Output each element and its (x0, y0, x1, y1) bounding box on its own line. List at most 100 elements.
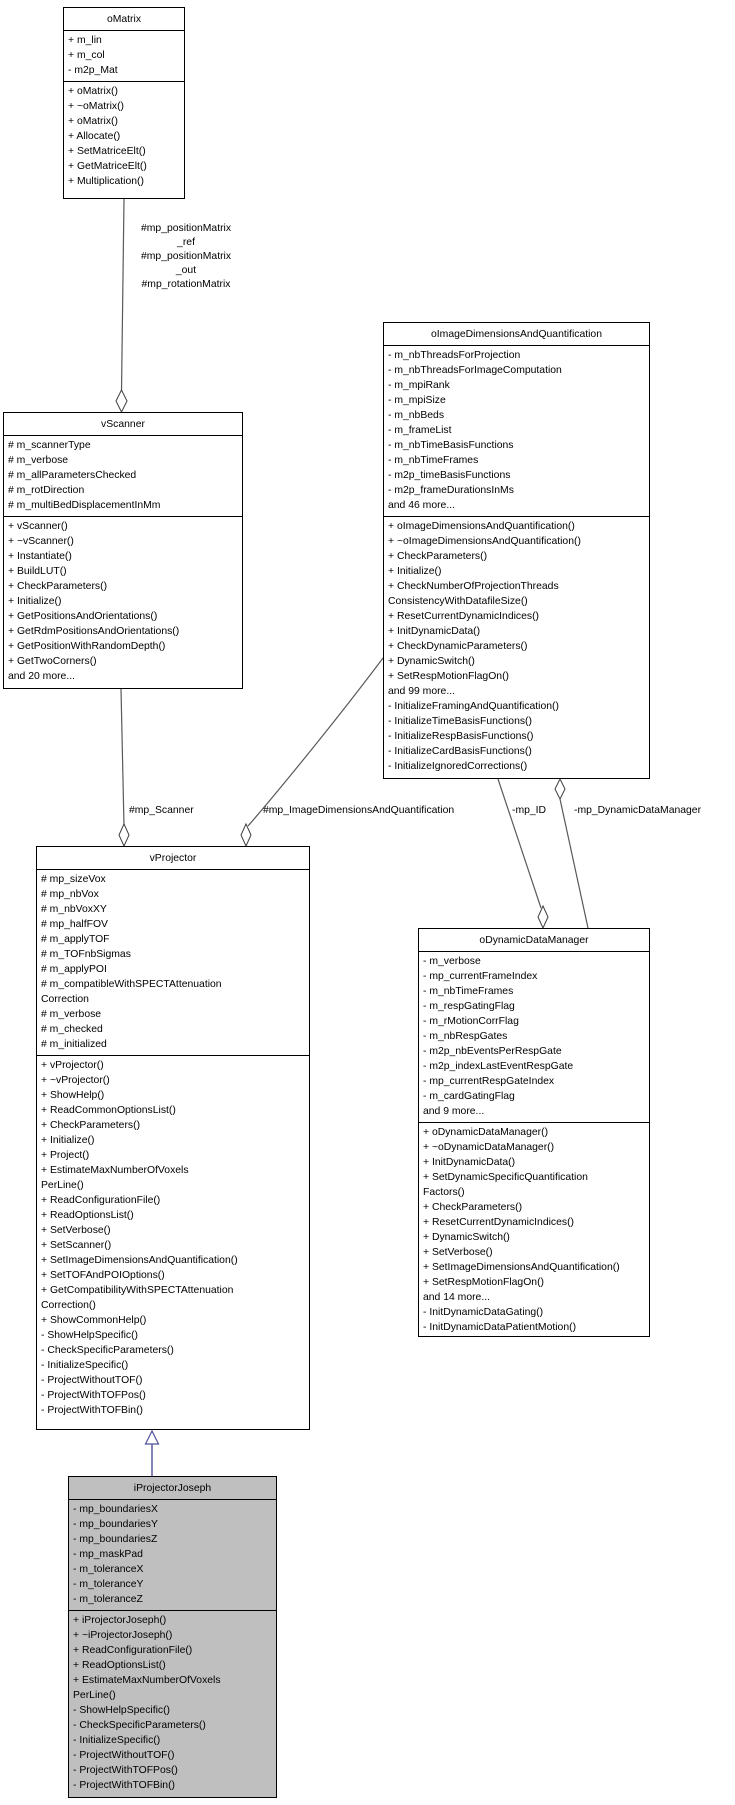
class-methods: + vProjector()+ ~vProjector()+ ShowHelp(… (37, 1056, 309, 1429)
member-line: - CheckSpecificParameters() (41, 1345, 174, 1356)
member-line: + GetCompatibilityWithSPECTAttenuation (41, 1285, 234, 1296)
member-line: - m_frameList (388, 425, 452, 436)
member-line: - m_nbBeds (388, 410, 445, 421)
member-line: + Initialize() (8, 596, 62, 607)
member-line: # m_initialized (41, 1039, 107, 1050)
member-line: - ProjectWithoutTOF() (73, 1750, 175, 1761)
member-line: - m_nbTimeBasisFunctions (388, 440, 514, 451)
member-line: + oImageDimensionsAndQuantification() (388, 521, 575, 532)
member-line: - m_mpiSize (388, 395, 446, 406)
member-line: # m_applyTOF (41, 934, 110, 945)
member-line: + SetScanner() (41, 1240, 112, 1251)
member-line: + ~oImageDimensionsAndQuantification() (388, 536, 581, 547)
member-line: - m2p_timeBasisFunctions (388, 470, 511, 481)
member-line: # m_checked (41, 1024, 103, 1035)
class-methods: + oMatrix()+ ~oMatrix()+ oMatrix()+ Allo… (64, 82, 184, 198)
member-line: + Multiplication() (68, 176, 144, 187)
member-line: + EstimateMaxNumberOfVoxels (41, 1165, 189, 1176)
member-line: + ReadCommonOptionsList() (41, 1105, 176, 1116)
member-line: + Initialize() (41, 1135, 95, 1146)
member-line: - m_cardGatingFlag (423, 1091, 515, 1102)
member-line: # mp_nbVox (41, 889, 99, 900)
class-node-iprojectorjoseph[interactable]: iProjectorJoseph - mp_boundariesX - mp_bo… (68, 1476, 277, 1798)
member-line: - mp_maskPad (73, 1549, 143, 1560)
member-line: + SetDynamicSpecificQuantification (423, 1172, 588, 1183)
member-line: - InitDynamicDataGating() (423, 1307, 544, 1318)
class-methods: + iProjectorJoseph()+ ~iProjectorJoseph(… (69, 1611, 276, 1797)
member-line: + GetRdmPositionsAndOrientations() (8, 626, 180, 637)
member-line: #mp_positionMatrix (140, 251, 232, 262)
edge-aggregation-mp-scanner (118, 688, 130, 848)
member-line: - m2p_frameDurationsInMs (388, 485, 514, 496)
member-line: - mp_boundariesZ (73, 1534, 158, 1545)
class-attributes: # m_scannerType# m_verbose# m_allParamet… (4, 436, 242, 517)
member-line: + ReadConfigurationFile() (73, 1645, 193, 1656)
member-line: #mp_rotationMatrix (141, 279, 231, 290)
member-line: + SetMatriceElt() (68, 146, 146, 157)
class-title: vScanner (4, 413, 242, 436)
member-line: PerLine() (73, 1690, 116, 1701)
member-line: - mp_currentFrameIndex (423, 971, 538, 982)
member-line: + ~iProjectorJoseph() (73, 1630, 173, 1641)
edge-aggregation-mp-image-dimensions (240, 657, 384, 848)
member-line: - m_nbThreadsForProjection (388, 350, 521, 361)
class-title: oMatrix (64, 8, 184, 31)
class-attributes: - m_nbThreadsForProjection- m_nbThreadsF… (384, 346, 649, 517)
member-line: - m_verbose (423, 956, 481, 967)
member-line: + GetTwoCorners() (8, 656, 97, 667)
member-line: - InitializeTimeBasisFunctions() (388, 716, 532, 727)
aggregation-diamond-icon (537, 904, 549, 930)
member-line: - mp_boundariesX (73, 1504, 158, 1515)
aggregation-diamond-icon (554, 777, 566, 801)
member-line: - m_toleranceZ (73, 1594, 143, 1605)
member-line: + CheckParameters() (41, 1120, 141, 1131)
class-node-odynamicdatamanager[interactable]: oDynamicDataManager - m_verbose- mp_curr… (418, 928, 650, 1337)
member-line: + SetVerbose() (41, 1225, 111, 1236)
member-line: + ResetCurrentDynamicIndices() (388, 611, 540, 622)
member-line: + ~vScanner() (8, 536, 74, 547)
class-node-omatrix[interactable]: oMatrix + m_lin+ m_col- m2p_Mat + oMatri… (63, 7, 185, 199)
aggregation-diamond-icon (118, 822, 130, 848)
member-line: + GetPositionsAndOrientations() (8, 611, 158, 622)
member-line: - m_respGatingFlag (423, 1001, 515, 1012)
member-line: + vScanner() (8, 521, 68, 532)
class-attributes: - m_verbose- mp_currentFrameIndex- m_nbT… (419, 952, 649, 1123)
inheritance-arrow-icon (144, 1429, 160, 1445)
member-line: + DynamicSwitch() (423, 1232, 510, 1243)
edge-inheritance-iprojectorjoseph (144, 1429, 160, 1476)
member-line: # m_multiBedDisplacementInMm (8, 500, 161, 511)
member-line: + CheckDynamicParameters() (388, 641, 528, 652)
member-line: and 14 more... (423, 1292, 491, 1303)
aggregation-diamond-icon (240, 822, 252, 848)
member-line: + ReadOptionsList() (41, 1210, 134, 1221)
member-line: - ProjectWithTOFPos() (73, 1765, 178, 1776)
member-line: - ProjectWithTOFBin() (73, 1780, 175, 1791)
member-line: + InitDynamicData() (388, 626, 481, 637)
member-line: - m_nbRespGates (423, 1031, 508, 1042)
member-line: + GetPositionWithRandomDepth() (8, 641, 166, 652)
edge-label-position-matrix: #mp_positionMatrix_ref#mp_positionMatrix… (126, 222, 246, 292)
member-line: and 9 more... (423, 1106, 485, 1117)
edge-aggregation-mp-id (497, 778, 549, 930)
member-line: - InitDynamicDataPatientMotion() (423, 1322, 577, 1333)
member-line: - m_toleranceX (73, 1564, 144, 1575)
member-line: + SetRespMotionFlagOn() (388, 671, 509, 682)
class-node-vscanner[interactable]: vScanner # m_scannerType# m_verbose# m_a… (3, 412, 243, 689)
member-line: + oMatrix() (68, 86, 118, 97)
member-line: - mp_boundariesY (73, 1519, 158, 1530)
member-line: + ~oDynamicDataManager() (423, 1142, 555, 1153)
class-node-vprojector[interactable]: vProjector # mp_sizeVox# mp_nbVox# m_nbV… (36, 846, 310, 1430)
member-line: + DynamicSwitch() (388, 656, 475, 667)
member-line: - ProjectWithTOFBin() (41, 1405, 143, 1416)
member-line: + Instantiate() (8, 551, 72, 562)
member-line: + ShowHelp() (41, 1090, 105, 1101)
member-line: Correction (41, 994, 89, 1005)
member-line: - InitializeCardBasisFunctions() (388, 746, 532, 757)
class-title: iProjectorJoseph (69, 1477, 276, 1500)
member-line: - ProjectWithoutTOF() (41, 1375, 143, 1386)
member-line: + m_col (68, 50, 105, 61)
member-line: - InitializeFramingAndQuantification() (388, 701, 559, 712)
class-node-oimagedimensionsandquantification[interactable]: oImageDimensionsAndQuantification - m_nb… (383, 322, 650, 779)
member-line: + EstimateMaxNumberOfVoxels (73, 1675, 221, 1686)
member-line: and 99 more... (388, 686, 456, 697)
